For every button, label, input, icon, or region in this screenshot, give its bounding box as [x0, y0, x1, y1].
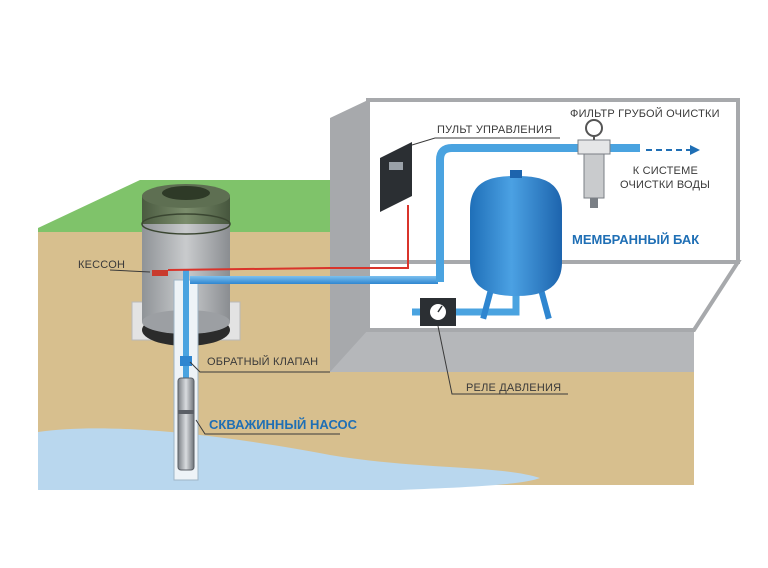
- filter-head: [577, 139, 611, 155]
- filter-body: [583, 151, 605, 199]
- caisson-valve: [152, 270, 168, 276]
- label-to-system-line1: К СИСТЕМЕ: [632, 165, 698, 177]
- riser-pipe: [183, 270, 189, 380]
- well-pump-body: [177, 377, 195, 471]
- membrane-tank: [470, 176, 562, 296]
- label-check-valve: ОБРАТНЫЙ КЛАПАН: [207, 356, 319, 368]
- tank-top-fitting: [510, 170, 522, 178]
- control-panel-screen: [389, 162, 403, 170]
- leader-pressure-relay: [437, 325, 568, 395]
- house-wall-left: [330, 100, 368, 372]
- label-to-system: К СИСТЕМЕ ОЧИСТКИ ВОДЫ: [620, 164, 711, 192]
- leader-control-panel: [411, 137, 560, 146]
- leader-caisson: [109, 269, 151, 273]
- filter-drain: [590, 198, 598, 208]
- label-coarse-filter: ФИЛЬТР ГРУБОЙ ОЧИСТКИ: [570, 108, 720, 120]
- pressure-gauge-needle: [437, 305, 443, 313]
- groundwater: [38, 428, 540, 490]
- caisson-lid-edge: [141, 213, 231, 235]
- label-caisson: КЕССОН: [78, 259, 126, 271]
- filter-gauge-icon: [585, 119, 603, 137]
- caisson-hatch: [162, 186, 210, 200]
- pipe-to-tank: [440, 290, 520, 316]
- label-to-system-line2: ОЧИСТКИ ВОДЫ: [620, 179, 711, 191]
- label-pressure-relay: РЕЛЕ ДАВЛЕНИЯ: [466, 382, 562, 394]
- pipe-to-house: [190, 276, 438, 284]
- label-membrane-tank: МЕМБРАННЫЙ БАК: [572, 232, 700, 247]
- pipe-riser-house: [436, 144, 600, 282]
- control-panel-box: [380, 142, 412, 212]
- label-control-panel: ПУЛЬТ УПРАВЛЕНИЯ: [437, 124, 553, 136]
- cable-to-house: [167, 205, 409, 271]
- house-floor: [330, 330, 694, 372]
- leader-check-valve: [189, 361, 330, 373]
- label-well-pump: СКВАЖИННЫЙ НАСОС: [209, 417, 358, 432]
- leader-well-pump: [195, 419, 340, 435]
- arrow-head: [690, 145, 700, 155]
- well-pump-band: [178, 410, 194, 414]
- check-valve-body: [180, 356, 192, 366]
